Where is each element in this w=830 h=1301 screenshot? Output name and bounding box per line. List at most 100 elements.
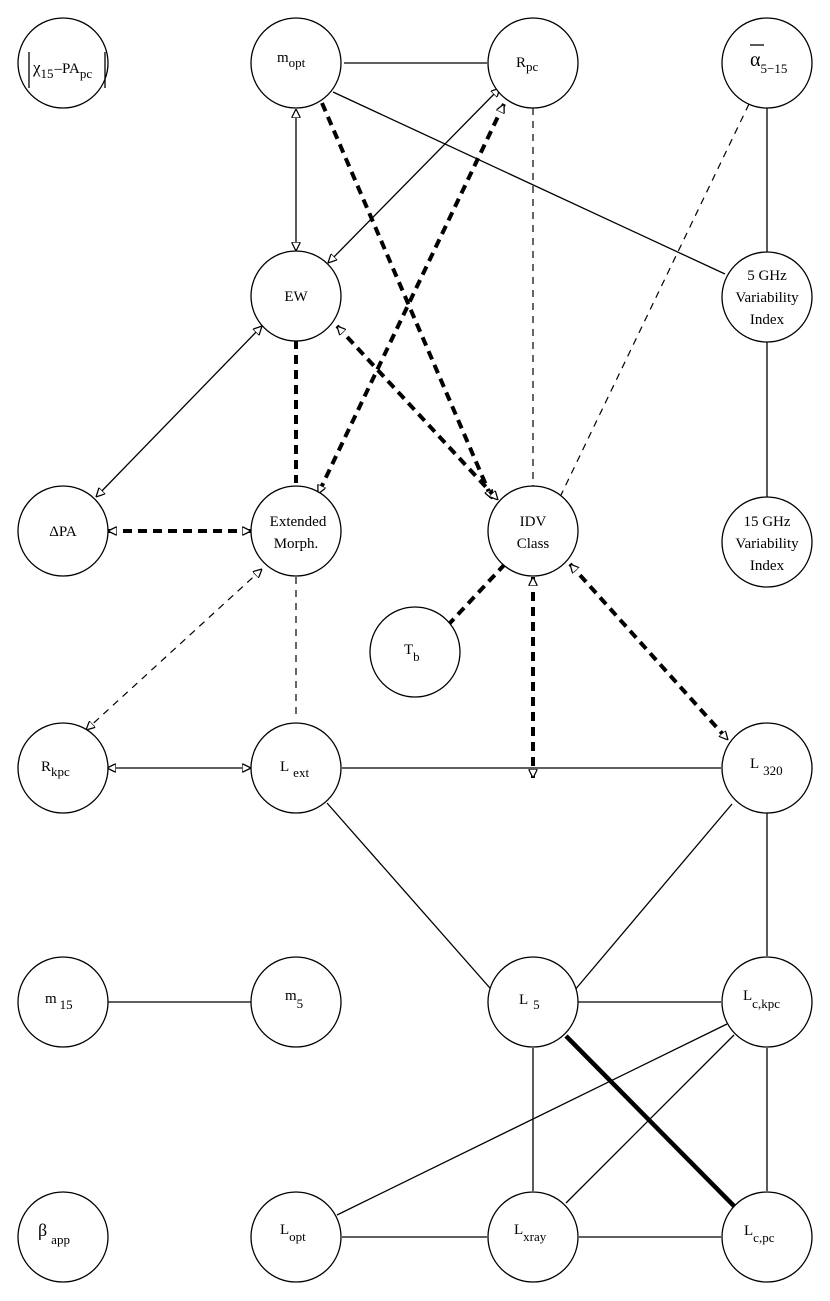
m-opt-sub: opt	[289, 55, 306, 70]
beta-sub: app	[51, 1232, 70, 1247]
node-t-b: Tb	[369, 606, 461, 698]
edge-l5-lcpc	[564, 1034, 736, 1208]
chi-minus: –	[54, 61, 63, 77]
edge-ew-idv	[335, 324, 500, 502]
svg-text:mopt: mopt	[277, 50, 306, 70]
nodes: χ15–PApc mopt Rpc α5−15 EW 5 GHz Variabi…	[17, 17, 813, 1283]
node-m-5: m5	[250, 956, 342, 1048]
r-pc-main: R	[516, 55, 526, 71]
edges	[86, 62, 768, 1238]
dpa-delta: Δ	[49, 524, 59, 540]
edge-lext-l5	[326, 802, 505, 1005]
l5-sub: 5	[533, 997, 540, 1012]
lcpc-sub: c,pc	[753, 1230, 775, 1245]
lext-sub: ext	[293, 765, 309, 780]
m15-main: m	[45, 991, 57, 1007]
svg-text:m15: m15	[45, 991, 73, 1012]
edge-mopt-var5	[332, 91, 726, 275]
lckpc-sub: c,kpc	[752, 996, 780, 1011]
node-m-opt: mopt	[250, 17, 342, 109]
l320-main: L	[750, 756, 759, 772]
chi-pa: PA	[62, 61, 80, 77]
l320-sub: 320	[763, 763, 783, 778]
tb-main: T	[404, 642, 413, 658]
node-l-xray: Lxray	[487, 1191, 579, 1283]
node-r-pc: Rpc	[487, 17, 579, 109]
var15-line3: Index	[750, 558, 785, 574]
svg-text:α5−15: α5−15	[750, 49, 787, 76]
svg-text:Lopt: Lopt	[280, 1222, 306, 1244]
lcpc-main: L	[744, 1223, 753, 1239]
edge-idv-tb	[447, 562, 507, 626]
node-l-c-pc: Lc,pc	[721, 1191, 813, 1283]
edge-lckpc-lopt	[336, 1023, 728, 1216]
m5-sub: 5	[297, 996, 304, 1011]
edge-alpha-idv	[560, 103, 750, 496]
tb-sub: b	[413, 649, 420, 664]
r-pc-sub: pc	[526, 59, 539, 74]
edge-lckpc-lxray	[565, 1034, 735, 1204]
var15-line2: Variability	[735, 536, 799, 552]
lopt-sub: opt	[289, 1229, 306, 1244]
node-chi15-pa-pc: χ15–PApc	[17, 17, 109, 109]
beta-main: β	[38, 1220, 47, 1240]
l5-main: L	[519, 992, 528, 1008]
edge-ew-dpa	[96, 326, 262, 497]
edge-l5-l320	[562, 803, 733, 1005]
dpa-pa: PA	[59, 524, 77, 540]
node-ew: EW	[250, 250, 342, 342]
node-extended-morph: Extended Morph.	[250, 485, 342, 577]
edge-ext-rkpc	[86, 569, 262, 730]
var15-line1: 15 GHz	[743, 514, 790, 530]
lopt-main: L	[280, 1222, 289, 1238]
svg-text:Lc,kpc: Lc,kpc	[743, 988, 780, 1011]
node-var15: 15 GHz Variability Index	[721, 496, 813, 588]
svg-text:m5: m5	[285, 988, 303, 1011]
alpha-main: α	[750, 49, 761, 71]
node-l-opt: Lopt	[250, 1191, 342, 1283]
rkpc-sub: kpc	[51, 764, 70, 779]
node-r-kpc: Rkpc	[17, 722, 109, 814]
svg-text:L5: L5	[519, 992, 540, 1012]
idv-line1: IDV	[520, 514, 547, 530]
node-l-320: L 320	[721, 722, 813, 814]
m15-sub: 15	[60, 997, 73, 1012]
rkpc-main: R	[41, 759, 51, 775]
idv-line2: Class	[517, 536, 550, 552]
m-opt-main: m	[277, 50, 289, 66]
edge-mopt-idv	[320, 102, 494, 499]
chi-pa-subscript: pc	[80, 66, 93, 81]
node-alpha-5-15: α5−15	[721, 17, 813, 109]
var5-line2: Variability	[735, 290, 799, 306]
ext-line2: Morph.	[274, 536, 319, 552]
alpha-sub: 5−15	[760, 61, 787, 76]
var5-line3: Index	[750, 312, 785, 328]
lxray-main: L	[514, 1222, 523, 1238]
chi-subscript: 15	[41, 66, 54, 81]
svg-text:Lc,pc: Lc,pc	[744, 1223, 775, 1245]
svg-text:χ15–PApc: χ15–PApc	[32, 58, 92, 81]
svg-text:ΔPA: ΔPA	[49, 524, 77, 540]
m5-main: m	[285, 988, 297, 1004]
lxray-sub: xray	[523, 1229, 547, 1244]
svg-text:Rpc: Rpc	[516, 55, 539, 74]
node-l-c-kpc: Lc,kpc	[721, 956, 813, 1048]
ext-line1: Extended	[270, 514, 327, 530]
node-idv-class: IDV Class	[487, 485, 579, 577]
ew-label: EW	[284, 289, 308, 305]
var5-line1: 5 GHz	[747, 268, 787, 284]
svg-text:Rkpc: Rkpc	[41, 759, 70, 779]
node-var5: 5 GHz Variability Index	[721, 251, 813, 343]
node-delta-pa: ΔPA	[17, 485, 109, 577]
svg-text:Lxray: Lxray	[514, 1222, 547, 1244]
lckpc-main: L	[743, 988, 752, 1004]
chi-symbol: χ	[32, 58, 41, 77]
